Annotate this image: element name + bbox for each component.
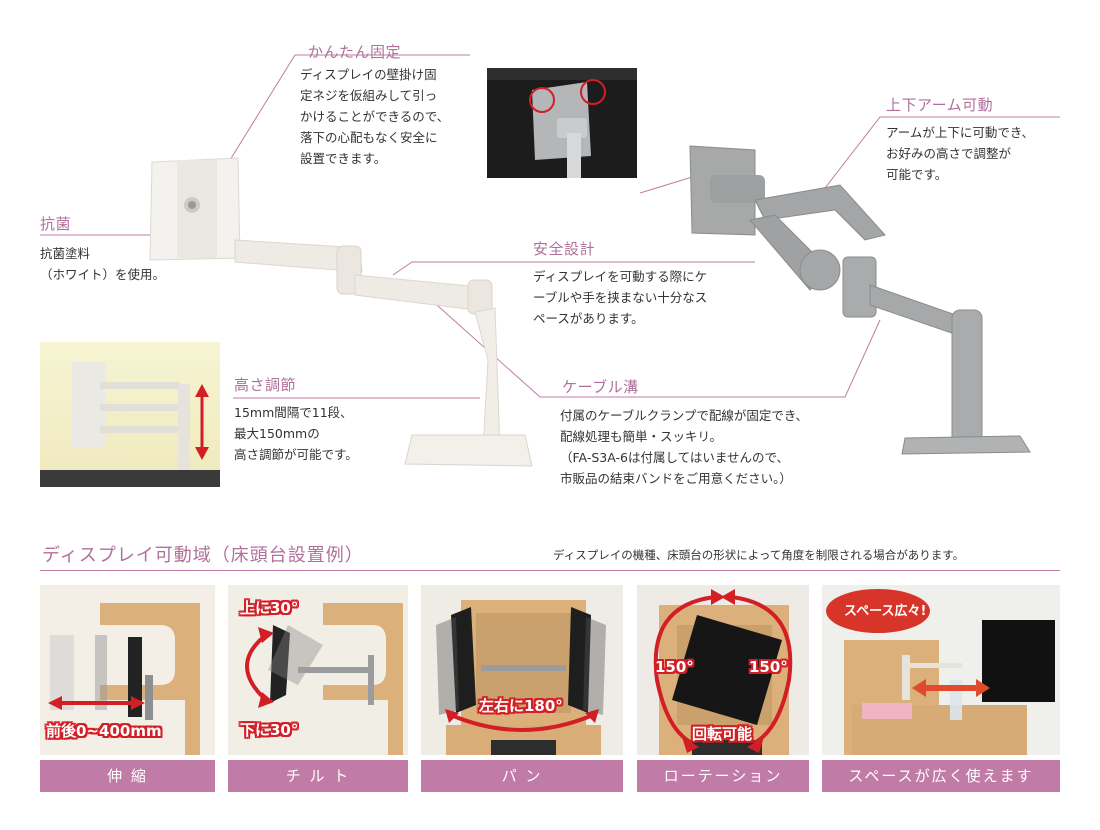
- feature-body-height-adjust: 15mm間隔で11段、 最大150mmの 高さ調節が可能です。: [234, 405, 358, 462]
- feature-title-height-adjust: 高さ調節: [234, 376, 297, 394]
- section-title: ディスプレイ可動域（床頭台設置例）: [42, 545, 364, 566]
- pan-photo: 左右に180°: [421, 585, 623, 755]
- tilt-photo: 上に30° 下に30°: [228, 585, 408, 755]
- callout-extend-range: 前後0~400mm: [46, 722, 162, 740]
- panel-extend: 前後0~400mm 伸 縮: [40, 585, 215, 792]
- panel-pan: 左右に180° パ ン: [421, 585, 623, 792]
- extend-photo: 前後0~400mm: [40, 585, 215, 755]
- rotation-photo: 150° 150° 回転可能: [637, 585, 809, 755]
- callout-space-wide: スペース広々!: [844, 604, 927, 619]
- feature-body-safety: ディスプレイを可動する際にケ ーブルや手を挟まない十分なス ペースがあります。: [533, 269, 708, 326]
- pan-arc-arrow-icon: [445, 709, 599, 732]
- panel-label-rotation: ローテーション: [637, 760, 809, 792]
- mount-hook-photo: [487, 68, 637, 178]
- highlight-circle-left: [529, 87, 555, 113]
- callout-rotation-left: 150°: [655, 658, 694, 676]
- feature-title-easy-fix: かんたん固定: [308, 43, 402, 61]
- feature-title-safety: 安全設計: [533, 240, 596, 258]
- callout-rotation-right: 150°: [749, 658, 788, 676]
- panel-label-space: スペースが広く使えます: [822, 760, 1060, 792]
- highlight-circle-right: [580, 79, 606, 105]
- callout-pan-range: 左右に180°: [479, 697, 563, 715]
- speech-bubble: [826, 589, 930, 633]
- panel-label-extend: 伸 縮: [40, 760, 215, 792]
- section-divider: [40, 570, 1060, 571]
- feature-title-vertical-arm: 上下アーム可動: [886, 96, 994, 114]
- panel-tilt: 上に30° 下に30° チ ル ト: [228, 585, 408, 792]
- panel-rotation: 150° 150° 回転可能 ローテーション: [637, 585, 809, 792]
- white-arm-segments: [234, 239, 533, 467]
- grey-arm-segments: [710, 175, 1031, 455]
- curved-double-arrow-icon: [245, 627, 274, 708]
- panel-space: スペース広々! スペースが広く使えます: [822, 585, 1060, 792]
- feature-title-cable-groove: ケーブル溝: [562, 378, 639, 396]
- feature-body-easy-fix: ディスプレイの壁掛け固 定ネジを仮組みして引っ かけることができるので、 落下の…: [300, 67, 450, 166]
- callout-rotation-note: 回転可能: [692, 725, 753, 743]
- feature-body-vertical-arm: アームが上下に可動でき、 お好みの高さで調整が 可能です。: [886, 125, 1035, 182]
- section-note: ディスプレイの機種、床頭台の形状によって角度を制限される場合があります。: [553, 548, 965, 562]
- callout-tilt-down: 下に30°: [240, 721, 299, 739]
- horizontal-double-arrow-icon: [912, 679, 990, 697]
- callout-tilt-up: 上に30°: [240, 599, 299, 617]
- feature-title-antibacterial: 抗菌: [40, 215, 72, 233]
- rotation-arc-arrow-icon: [653, 589, 793, 753]
- grey-arm-product-image: [689, 145, 1031, 455]
- vertical-double-arrow-icon: [195, 384, 209, 460]
- height-adjust-photo: [40, 342, 220, 487]
- white-arm-product-image: [149, 157, 533, 467]
- panel-label-tilt: チ ル ト: [228, 760, 408, 792]
- horizontal-double-arrow-icon: [48, 696, 145, 710]
- panel-label-pan: パ ン: [421, 760, 623, 792]
- space-photo: スペース広々!: [822, 585, 1060, 755]
- feature-body-antibacterial: 抗菌塗料 （ホワイト）を使用。: [40, 246, 166, 282]
- feature-body-cable-groove: 付属のケーブルクランプで配線が固定でき、 配線処理も簡単・スッキリ。 （FA-S…: [560, 408, 809, 486]
- white-mount-plate: [149, 157, 241, 261]
